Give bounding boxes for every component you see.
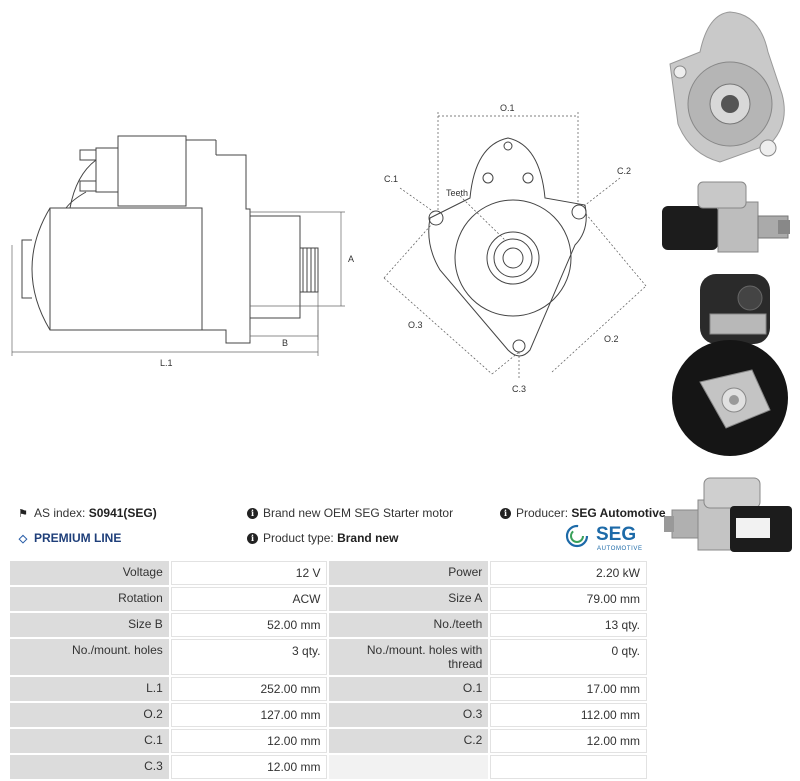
- as-index-value: S0941(SEG): [88, 506, 157, 520]
- spec-label: Rotation: [10, 587, 169, 611]
- product-type-label: Product type:: [263, 531, 334, 545]
- seg-automotive-logo[interactable]: SEG AUTOMOTIVE: [564, 522, 650, 552]
- spec-label: Power: [329, 561, 489, 585]
- spec-value: 2.20 kW: [490, 561, 647, 585]
- producer: i Producer: SEG Automotive: [500, 506, 666, 520]
- spec-value: 3 qty.: [170, 639, 328, 675]
- spec-label: Size B: [10, 613, 169, 637]
- spec-label: C.1: [10, 729, 169, 753]
- pinion: [299, 247, 319, 293]
- spec-label: O.1: [329, 677, 489, 701]
- mount-hole-c1: [428, 210, 444, 226]
- dimension-label-a: A: [348, 254, 354, 264]
- spec-label: C.2: [329, 729, 489, 753]
- pinion-gear: [493, 238, 533, 278]
- terminal-top: [79, 149, 97, 161]
- dimension-label-c2: C.2: [617, 166, 631, 176]
- producer-label: Producer:: [516, 506, 569, 520]
- dimension-label-l1: L.1: [160, 358, 173, 368]
- spec-value: 12.00 mm: [490, 729, 647, 753]
- dimension-label-c1: C.1: [384, 174, 398, 184]
- logo-sub-text: AUTOMOTIVE: [597, 546, 643, 552]
- spec-label: Size A: [329, 587, 489, 611]
- spec-value: 79.00 mm: [490, 587, 647, 611]
- description-text: Brand new OEM SEG Starter motor: [263, 506, 454, 520]
- spec-label: No./teeth: [329, 613, 489, 637]
- spec-value: 112.00 mm: [490, 703, 647, 727]
- photo-rear[interactable]: [660, 270, 800, 458]
- diamond-icon: ◇: [18, 532, 28, 545]
- product-description: i Brand new OEM SEG Starter motor: [247, 506, 453, 520]
- as-index: ⚑ AS index: S0941(SEG): [16, 506, 157, 520]
- dimension-label-o2: O.2: [604, 334, 619, 344]
- spec-label: No./mount. holes: [10, 639, 169, 675]
- info-icon: i: [247, 532, 258, 544]
- info-icon: i: [500, 507, 511, 519]
- front-view: [428, 137, 587, 357]
- solenoid-cap: [95, 147, 119, 193]
- product-photos: [660, 0, 800, 580]
- side-view: [21, 135, 319, 344]
- spec-value: [490, 755, 647, 779]
- spec-value: 13 qty.: [490, 613, 647, 637]
- spec-label: No./mount. holes with thread: [329, 639, 489, 675]
- as-index-label: AS index:: [34, 506, 86, 520]
- front-view-dimensions: [383, 112, 647, 378]
- spec-label: [329, 755, 489, 779]
- spec-value: 12 V: [170, 561, 328, 585]
- drive-housing: [202, 154, 251, 344]
- photo-side[interactable]: [660, 176, 800, 264]
- spec-label: C.3: [10, 755, 169, 779]
- mount-flange: [428, 137, 587, 357]
- mount-hole-c2: [571, 204, 587, 220]
- premium-line-label: PREMIUM LINE: [34, 531, 122, 545]
- spec-value: 252.00 mm: [170, 677, 328, 701]
- spec-value: ACW: [170, 587, 328, 611]
- dimension-label-c3: C.3: [512, 384, 526, 394]
- producer-value: SEG Automotive: [571, 506, 666, 520]
- spec-value: 17.00 mm: [490, 677, 647, 701]
- mount-hole-c3: [512, 339, 526, 353]
- spec-value: 127.00 mm: [170, 703, 328, 727]
- premium-line: ◇ PREMIUM LINE: [16, 531, 122, 545]
- dimension-label-teeth: Teeth: [446, 188, 468, 198]
- spec-value: 0 qty.: [490, 639, 647, 675]
- spec-label: Voltage: [10, 561, 169, 585]
- product-type: i Product type: Brand new: [247, 531, 398, 545]
- motor-body: [31, 207, 203, 331]
- solenoid-body: [117, 135, 187, 207]
- side-view-dimensions: [11, 211, 345, 356]
- photo-front-flange[interactable]: [660, 4, 800, 172]
- dimension-label-b: B: [282, 338, 288, 348]
- spec-label: O.2: [10, 703, 169, 727]
- dimension-label-o3: O.3: [408, 320, 423, 330]
- technical-drawing: A B L.1 O.1 C.1 C.2 Teeth O.3 O.2 C.3: [11, 103, 647, 394]
- spec-label: L.1: [10, 677, 169, 701]
- spec-value: 12.00 mm: [170, 729, 328, 753]
- front-housing-circle: [454, 199, 572, 317]
- spec-value: 52.00 mm: [170, 613, 328, 637]
- terminal-bottom: [79, 180, 97, 192]
- tags-icon: ⚑: [18, 507, 28, 520]
- info-icon: i: [247, 507, 258, 519]
- spec-value: 12.00 mm: [170, 755, 328, 779]
- product-type-value: Brand new: [337, 531, 399, 545]
- spec-label: O.3: [329, 703, 489, 727]
- logo-brand-text: SEG: [596, 524, 636, 545]
- photo-angled[interactable]: [660, 474, 800, 570]
- dimension-label-o1: O.1: [500, 103, 515, 113]
